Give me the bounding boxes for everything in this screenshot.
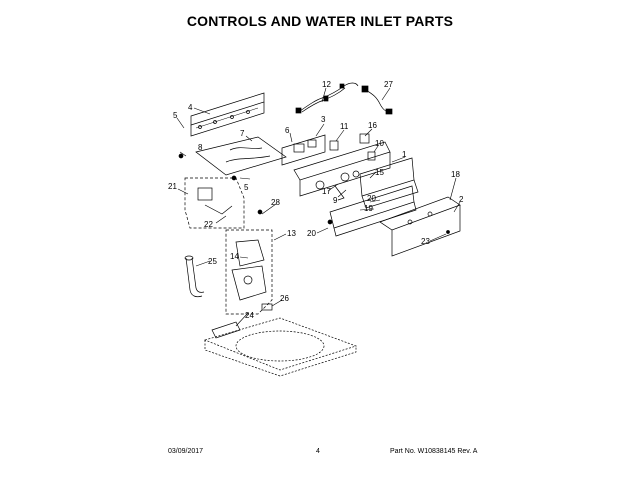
callout-21: 21: [168, 182, 177, 191]
callout-22: 22: [204, 220, 213, 229]
callout-13: 13: [287, 229, 296, 238]
wire-harness-part: [361, 85, 393, 115]
callout-1: 1: [402, 150, 407, 159]
callout-19: 19: [364, 204, 373, 213]
bracket-part: [190, 92, 265, 137]
wire-harness-part: [295, 82, 359, 114]
callout-24: 24: [245, 311, 254, 320]
callout-20-left: 20: [307, 229, 316, 238]
footer-part-number: Part No. W10838145 Rev. A: [390, 448, 478, 455]
switch-part: [329, 133, 376, 161]
console-panel-part: [293, 141, 391, 201]
harness-tray-part: [178, 136, 287, 176]
callout-5-lower: 5: [244, 183, 249, 192]
callout-27: 27: [384, 80, 393, 89]
water-valve-group-box: [225, 209, 273, 315]
rear-panel-part: [379, 196, 461, 257]
callout-3: 3: [321, 115, 326, 124]
top-frame-part: [203, 317, 358, 377]
callout-10: 10: [375, 139, 384, 148]
page-title: CONTROLS AND WATER INLET PARTS: [186, 13, 454, 29]
callout-16: 16: [368, 121, 377, 130]
callout-14: 14: [230, 252, 239, 261]
callout-26: 26: [280, 294, 289, 303]
callout-11: 11: [340, 122, 349, 131]
footer-page-number: 4: [316, 448, 320, 455]
callout-17: 17: [322, 187, 331, 196]
callout-12: 12: [322, 80, 331, 89]
callout-23: 23: [421, 237, 430, 246]
footer-date: 03/09/2017: [168, 448, 204, 455]
callout-4: 4: [188, 103, 193, 112]
callout-5-upper: 5: [173, 111, 178, 120]
callout-28: 28: [271, 198, 280, 207]
callout-8: 8: [198, 143, 203, 152]
callout-2: 2: [459, 195, 464, 204]
callout-18: 18: [451, 170, 460, 179]
leader-lines: [176, 87, 461, 327]
assembly-group-box: [184, 175, 245, 229]
callout-15: 15: [375, 168, 384, 177]
inlet-hose-part: [184, 255, 205, 298]
lower-console-part: [327, 185, 417, 237]
callout-7: 7: [240, 129, 245, 138]
lower-bracket-part: [211, 303, 273, 339]
callout-9: 9: [333, 196, 338, 205]
callout-20-right: 20: [367, 194, 376, 203]
callout-25: 25: [208, 257, 217, 266]
control-console-part: [359, 157, 419, 209]
callout-6: 6: [285, 126, 290, 135]
control-housing-part: [281, 134, 326, 166]
